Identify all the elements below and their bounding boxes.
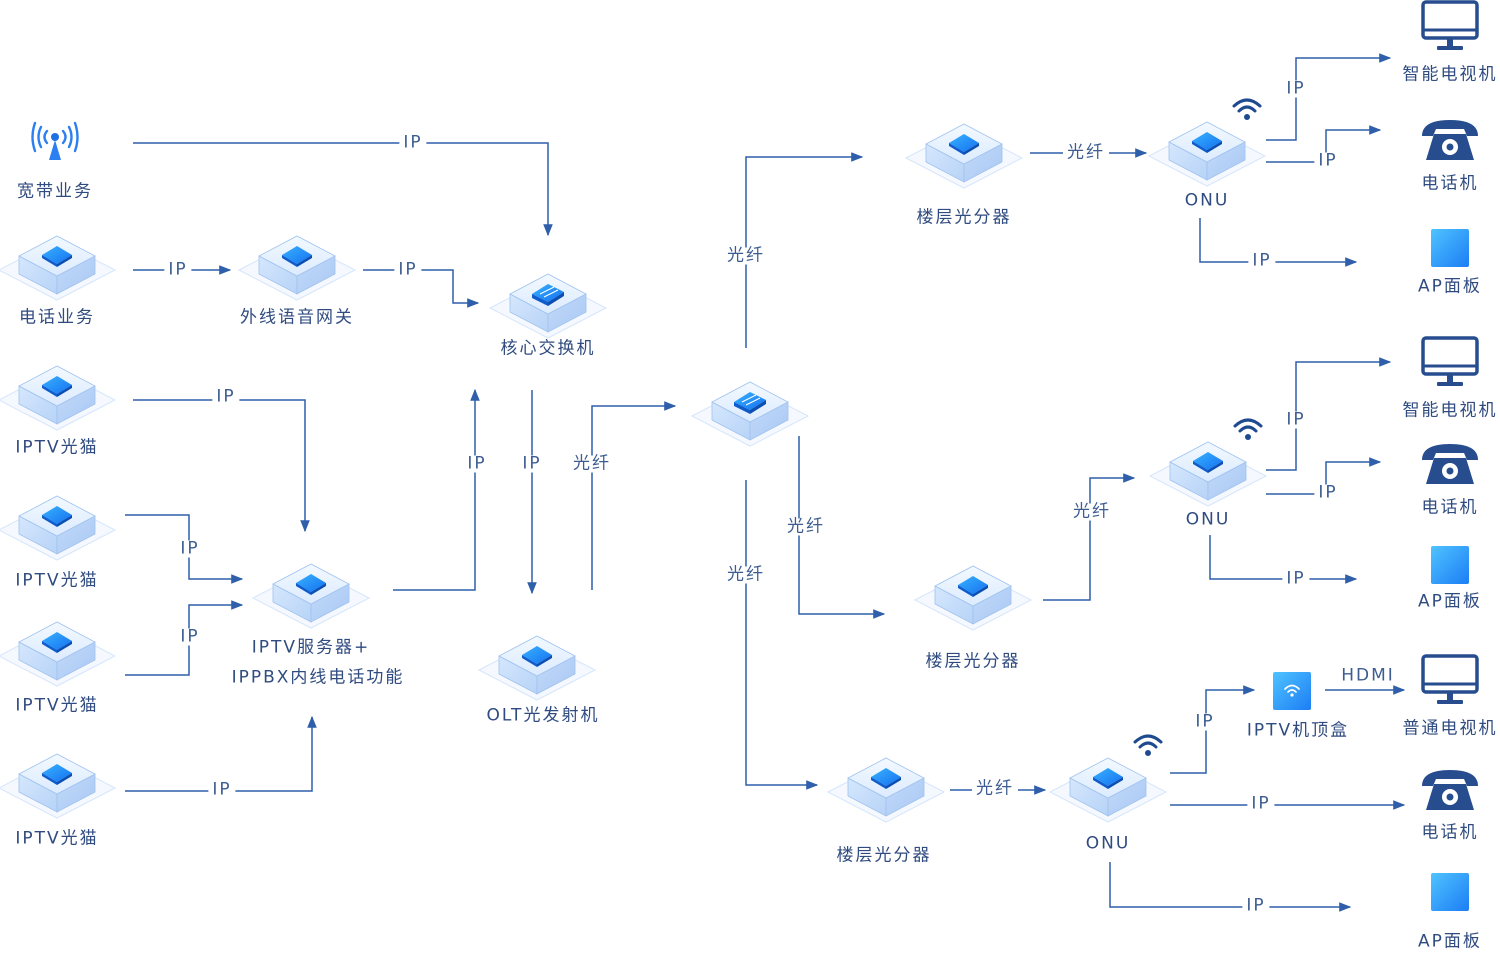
edge-label-onu1-phone-ip: IP [1314,152,1342,170]
voice-gateway-node-label: 外线语音网关 [240,307,354,328]
edge-broadband-core [133,142,553,237]
phone-2-node-label: 电话机 [1421,497,1479,518]
smart-tv-2-node-label: 智能电视机 [1402,400,1498,421]
floor-splitter-1-node [904,123,1024,189]
edge-label-onu2-phone-ip: IP [1314,484,1342,502]
edge-label-gw-core-ip: IP [394,261,422,279]
core-switch-node [488,273,608,339]
onu-1-node-label: ONU [1184,190,1230,211]
iptv-modem-2-node [0,495,117,561]
edge-label-hub-up-fiber: 光纤 [723,247,769,265]
edge-onu1-phone1 [1266,125,1382,163]
edge-hub-fs1 [745,152,864,348]
smart-tv-1-node [1421,0,1479,50]
phone-service-node [0,235,117,301]
broadband-node-label: 宽带业务 [17,181,93,202]
edge-label-fs2-onu2-fiber: 光纤 [1069,503,1115,521]
edge-label-fs1-onu1-fiber: 光纤 [1063,144,1109,162]
edge-modem1-server [133,399,310,533]
edge-onu2-phone2 [1266,457,1382,495]
edge-label-onu3-ap-ip: IP [1242,897,1270,915]
edge-onu1-ap1 [1199,218,1358,267]
olt-node [477,635,597,701]
phone-2-node [1422,444,1478,484]
edge-label-hub-mid-fiber: 光纤 [783,518,829,536]
ap-3-node-label: AP面板 [1418,931,1482,952]
edge-label-modem2-ip: IP [176,540,204,558]
onu-2-node-label: ONU [1185,509,1231,530]
olt-node-label: OLT光发射机 [486,705,600,726]
edge-label-core-olt-ip: IP [518,455,546,473]
iptv-modem-4-node-label: IPTV光猫 [15,828,99,849]
floor-splitter-3-node [826,757,946,823]
phone-service-node-label: 电话业务 [19,307,95,328]
ap-1-node [1431,229,1469,267]
stb-node [1273,672,1311,710]
edge-hub-fs2 [798,436,886,619]
edge-label-modem4-ip: IP [208,781,236,799]
floor-splitter-1-node-label: 楼层光分器 [916,207,1012,228]
edge-onu3-stb [1170,685,1256,774]
splitter-hub-node [690,381,810,447]
edge-label-hub-down-fiber: 光纤 [723,566,769,584]
edge-label-phone-gw-ip: IP [164,261,192,279]
ap-2-node-label: AP面板 [1418,591,1482,612]
normal-tv-node [1421,654,1479,704]
edge-olt-hub [591,401,677,590]
onu-2-node [1148,418,1268,507]
iptv-modem-4-node [0,753,117,819]
ap-2-node [1431,546,1469,584]
edge-server-core [393,388,480,591]
smart-tv-2-node [1421,336,1479,386]
edge-label-fs3-onu3-fiber: 光纤 [972,780,1018,798]
iptv-modem-2-node-label: IPTV光猫 [15,570,99,591]
edge-label-broadband-ip: IP [399,134,427,152]
iptv-modem-3-node-label: IPTV光猫 [15,695,99,716]
broadband-node [31,121,79,160]
edge-modem4-server [125,715,317,792]
edge-label-server-core-ip: IP [463,455,491,473]
edge-label-stb-tv-hdmi: HDMI [1337,667,1399,685]
phone-1-node [1422,120,1478,160]
floor-splitter-2-node [913,565,1033,631]
edge-label-onu2-tv-ip: IP [1282,411,1310,429]
edge-label-modem3-ip: IP [176,628,204,646]
edge-label-onu3-stb-ip: IP [1191,713,1219,731]
iptv-modem-1-node [0,365,117,431]
onu-3-node [1048,734,1168,823]
edge-label-onu2-ap-ip: IP [1282,570,1310,588]
floor-splitter-2-node-label: 楼层光分器 [925,651,1021,672]
iptv-server-node-label-2: IPPBX内线电话功能 [231,667,405,688]
edge-label-onu1-tv-ip: IP [1282,80,1310,98]
edge-label-onu1-ap-ip: IP [1248,252,1276,270]
edge-onu1-tv1 [1266,53,1392,141]
iptv-server-node [251,563,371,629]
phone-1-node-label: 电话机 [1421,173,1479,194]
normal-tv-node-label: 普通电视机 [1402,718,1498,739]
iptv-server-node-label: IPTV服务器+ [251,637,371,658]
ap-1-node-label: AP面板 [1418,276,1482,297]
edge-label-modem1-ip: IP [212,388,240,406]
edge-onu3-ap3 [1109,862,1352,912]
smart-tv-1-node-label: 智能电视机 [1402,64,1498,85]
iptv-modem-1-node-label: IPTV光猫 [15,437,99,458]
edge-label-olt-fiber: 光纤 [569,455,615,473]
iptv-modem-3-node [0,621,117,687]
floor-splitter-3-node-label: 楼层光分器 [836,845,932,866]
edge-fs2-onu2 [1043,473,1136,601]
phone-3-node [1422,770,1478,810]
stb-node-label: IPTV机顶盒 [1246,720,1350,741]
onu-1-node [1147,98,1267,187]
ap-3-node [1431,873,1469,911]
core-switch-node-label: 核心交换机 [500,338,596,359]
voice-gateway-node [237,235,357,301]
edge-label-onu3-phone-ip: IP [1247,795,1275,813]
phone-3-node-label: 电话机 [1421,822,1479,843]
onu-3-node-label: ONU [1085,833,1131,854]
